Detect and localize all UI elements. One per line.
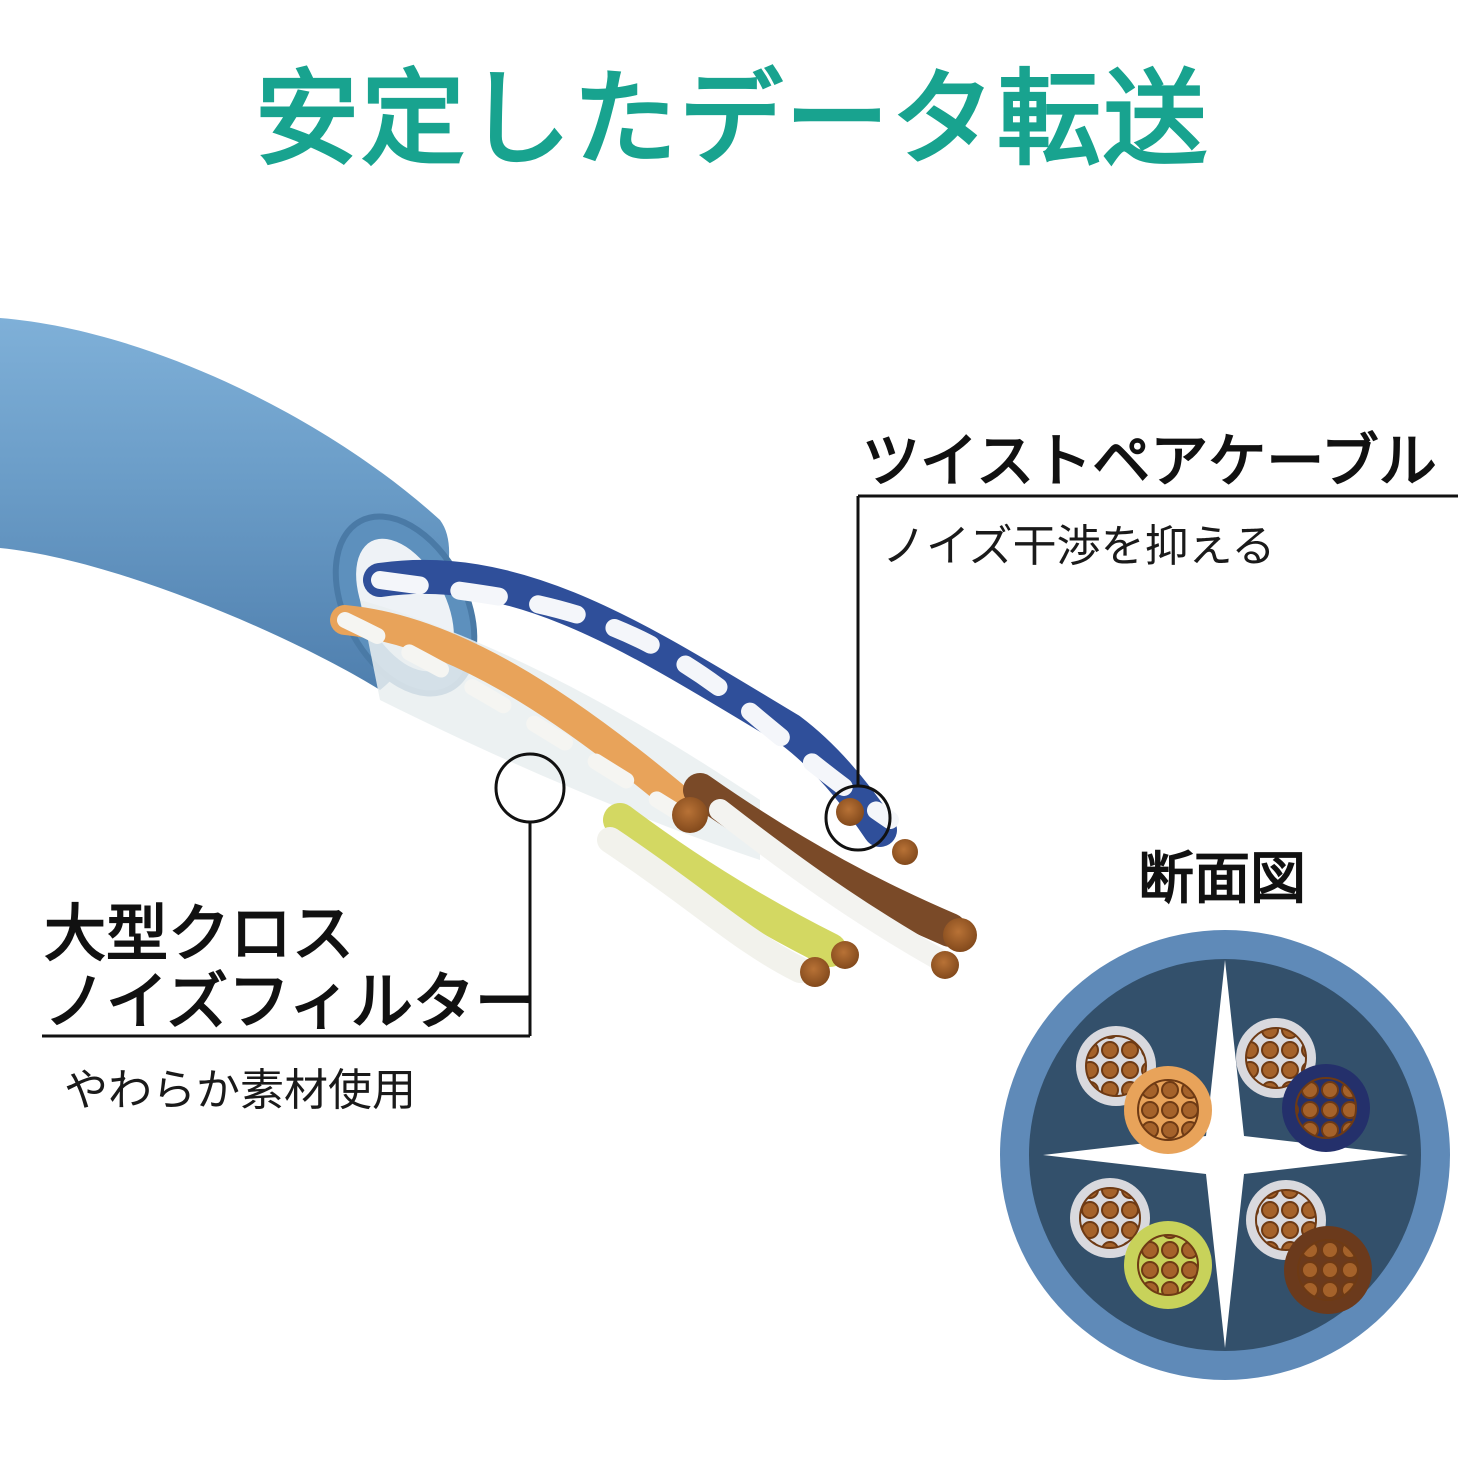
cross-section-diagram [1000,930,1450,1380]
twisted-pair-callout [824,494,1458,852]
cross-filter-sub: やわらか素材使用 [64,1065,416,1116]
twisted-pair-heading: ツイストペアケーブル [862,427,1437,495]
twisted-pair-sub: ノイズ干渉を抑える [882,521,1276,572]
cross-filter-heading-line2: ノイズフィルター [44,965,537,1038]
wire-ends [672,797,977,987]
page-title: 安定したデータ転送 [254,58,1209,180]
cross-filter-heading-line1: 大型クロス [44,897,355,970]
twisted-wires [330,559,967,983]
cross-filter-callout [42,752,566,1038]
cross-section-heading: 断面図 [1138,847,1306,912]
